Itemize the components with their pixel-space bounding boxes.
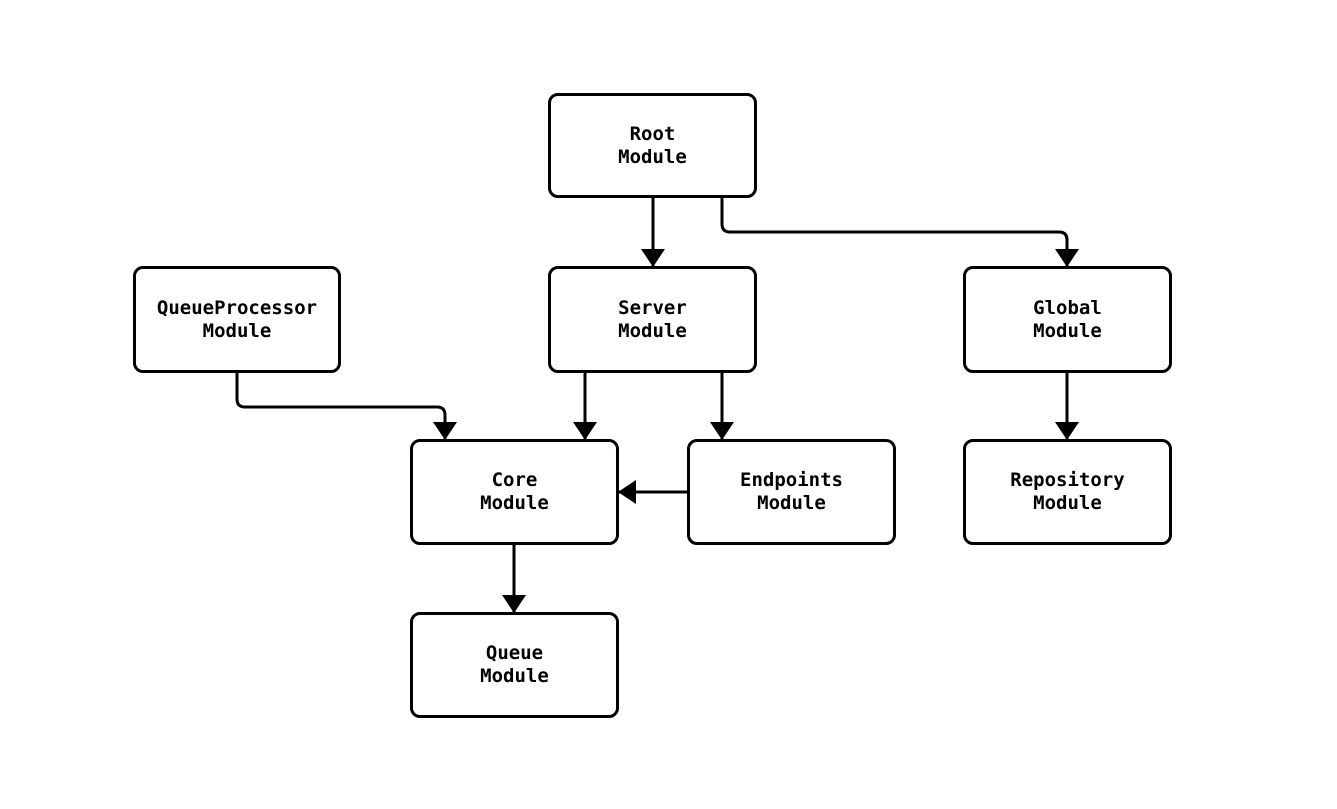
node-server-label-line: Module xyxy=(618,319,687,342)
node-queue-processor-label-line: QueueProcessor xyxy=(156,296,318,319)
node-root-label-line: Root xyxy=(629,122,676,145)
node-global-label-line: Module xyxy=(1033,319,1102,342)
node-queue-label-line: Module xyxy=(480,665,549,687)
node-queue-label-line: Queue xyxy=(485,642,544,664)
node-server-label-line: Server xyxy=(618,296,687,319)
node-global-label-line: Global xyxy=(1033,296,1102,319)
node-queue-processor-label-line: Module xyxy=(202,319,272,342)
node-root-label-line: Module xyxy=(618,145,687,168)
node-repository-label-line: Module xyxy=(1033,492,1102,514)
node-endpoints-label-line: Endpoints xyxy=(740,469,843,491)
edge-root-to-global xyxy=(720,198,1079,267)
edge-queue-processor-to-core xyxy=(235,373,457,440)
node-endpoints-label-line: Module xyxy=(757,492,826,514)
node-core-label-line: Module xyxy=(480,492,549,514)
node-core-label-line: Core xyxy=(491,469,538,491)
node-repository-label-line: Repository xyxy=(1010,469,1125,491)
